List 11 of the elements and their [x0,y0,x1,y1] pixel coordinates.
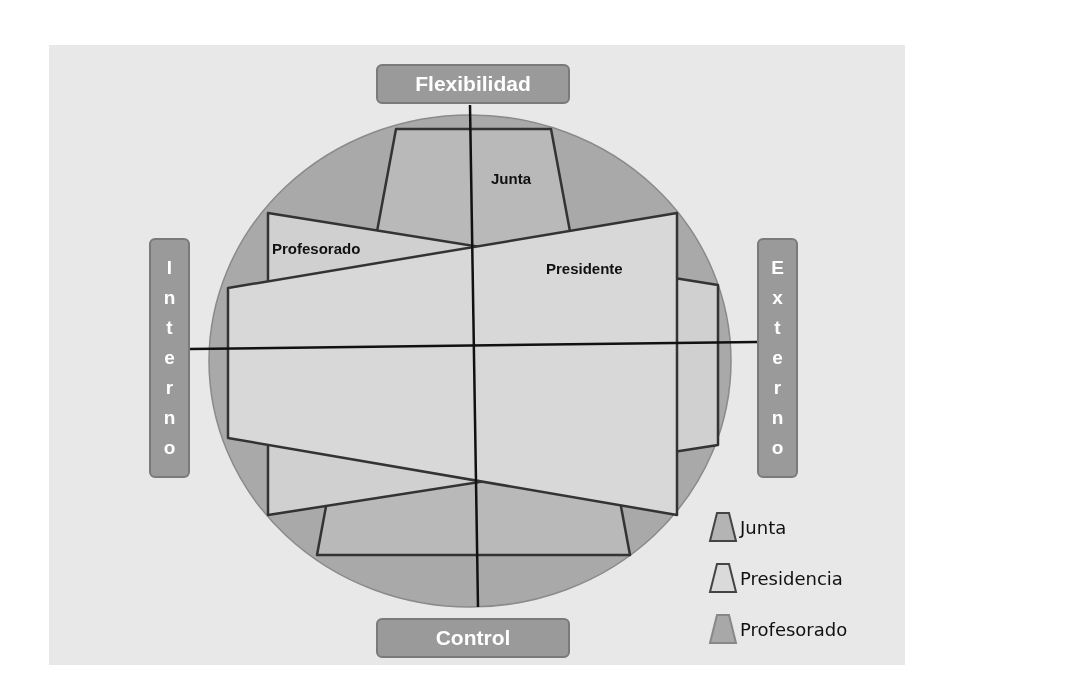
legend-label: Junta [740,516,787,538]
axis-label-box: Interno [149,238,190,478]
area-label: Junta [491,170,531,187]
legend-label: Presidencia [740,567,843,589]
legend-label: Profesorado [740,618,848,640]
area-label: Presidente [546,260,623,277]
area-label: Profesorado [272,240,361,257]
axis-label-box: Externo [757,238,798,478]
axis-label-box: Flexibilidad [376,64,570,104]
trapezoid-area [228,213,677,515]
axis-label-box: Control [376,618,570,658]
